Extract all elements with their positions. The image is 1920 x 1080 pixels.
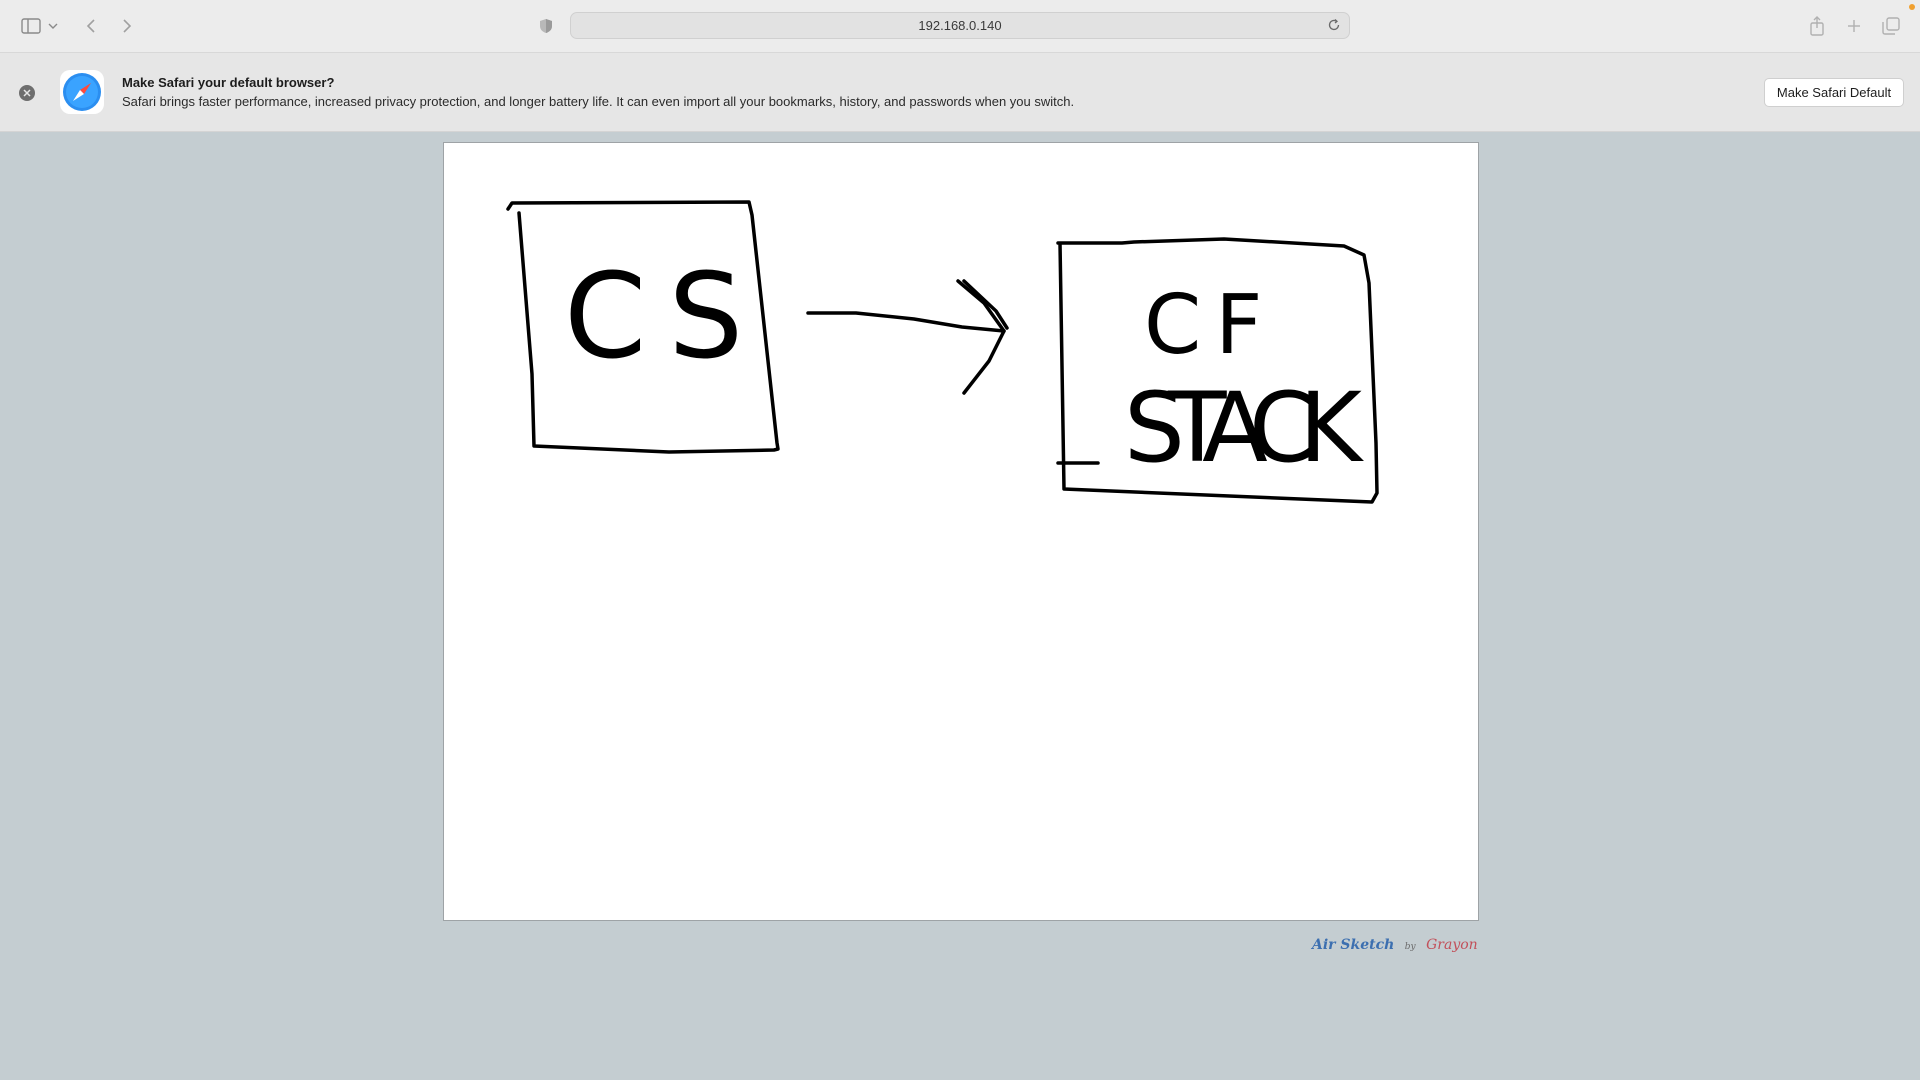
privacy-shield-icon[interactable] (532, 12, 560, 40)
chevron-down-icon[interactable] (45, 12, 61, 40)
brand-maker: Grayon (1426, 937, 1478, 953)
back-icon[interactable] (77, 12, 105, 40)
browser-toolbar: 192.168.0.140 (0, 0, 1920, 53)
sketch-text-stack: STACK (1124, 372, 1364, 484)
sidebar-toggle-icon[interactable] (17, 12, 45, 40)
tab-overview-icon[interactable] (1877, 12, 1905, 40)
address-bar[interactable]: 192.168.0.140 (570, 12, 1350, 39)
new-tab-icon[interactable] (1840, 12, 1868, 40)
forward-icon[interactable] (113, 12, 141, 40)
sketch-arrow-head (956, 279, 1006, 395)
sketch-text-cf: CF (1144, 278, 1276, 373)
notification-dot (1909, 4, 1915, 10)
brand-by: by (1404, 942, 1416, 952)
safari-logo-icon (60, 70, 104, 114)
url-text: 192.168.0.140 (918, 18, 1002, 33)
sketch-box-right (1056, 237, 1379, 504)
sketch-canvas[interactable]: CS CF STACK (443, 142, 1479, 921)
banner-title: Make Safari your default browser? (122, 75, 335, 90)
banner-description: Safari brings faster performance, increa… (122, 94, 1075, 109)
close-icon[interactable] (19, 85, 35, 101)
sketch-box-left (506, 200, 780, 454)
sketch-text-cs: CS (564, 247, 765, 385)
sketch-drawing: CS CF STACK (506, 200, 1379, 504)
reload-icon[interactable] (1327, 18, 1343, 34)
make-safari-default-button[interactable]: Make Safari Default (1764, 78, 1904, 107)
default-browser-banner: Make Safari your default browser? Safari… (0, 53, 1920, 132)
sketch-arrow-shaft (806, 311, 1006, 333)
share-icon[interactable] (1803, 12, 1831, 40)
air-sketch-brand: Air Sketch by Grayon (1312, 937, 1478, 953)
brand-main: Air Sketch (1312, 937, 1395, 953)
